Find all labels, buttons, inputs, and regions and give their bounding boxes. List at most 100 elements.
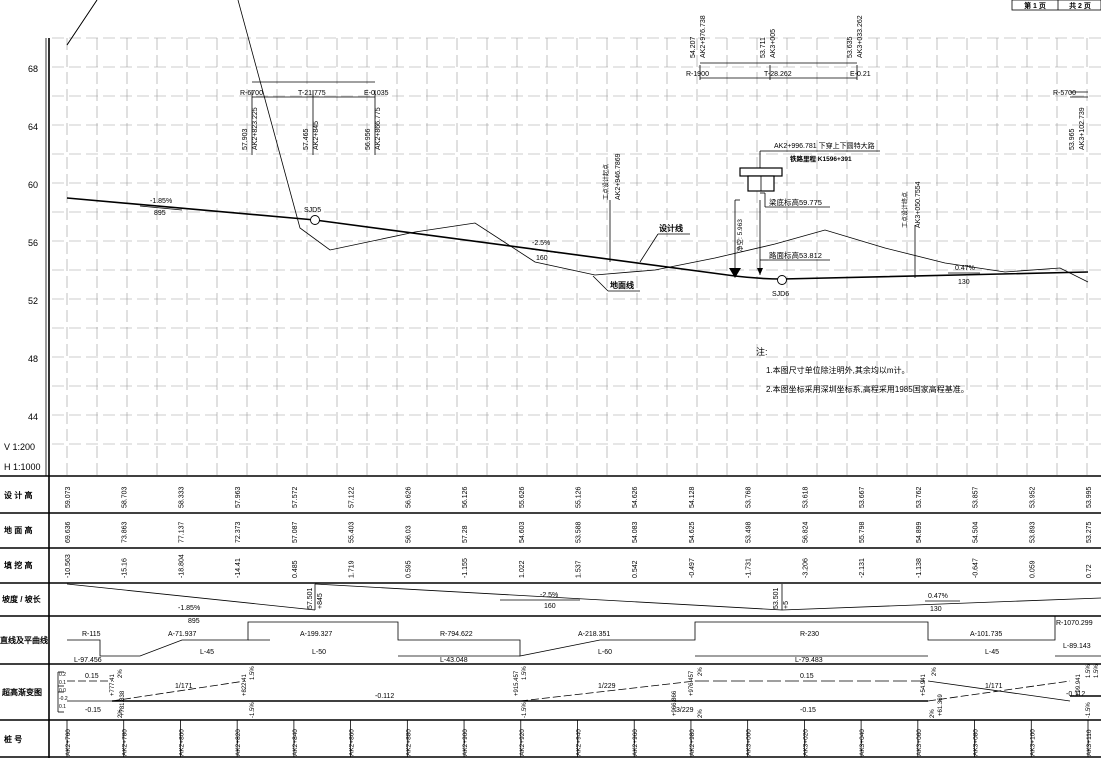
design-value-11: 54.128: [689, 486, 696, 508]
y-tick-52: 52: [28, 296, 38, 306]
vc1-radius: R-6700: [240, 90, 263, 97]
super-pct-4: -1.5%: [250, 702, 256, 718]
alignment-curve-3: A-199.327: [300, 631, 332, 638]
bridge-title: AK2+996.781 下穿上下圆特大路: [774, 141, 875, 150]
grade-seg2-length: 160: [544, 603, 556, 610]
cut-fill-value-15: -1.138: [916, 558, 923, 578]
cut-fill-value-1: -15.16: [122, 558, 129, 578]
work-point-end-station: AK3+050.7554: [915, 181, 922, 228]
cut-fill-value-0: -10.563: [65, 554, 72, 578]
alignment-curve-6: R-230: [800, 631, 819, 638]
cut-fill-value-14: -2.131: [859, 558, 866, 578]
page-total: 共 2 页: [1069, 1, 1091, 10]
super-value-10: 3/229: [676, 707, 694, 714]
row-label-grade: 坡度 / 坡长: [2, 594, 42, 604]
profile-len-1: 895: [154, 210, 166, 217]
cut-fill-value-16: -0.647: [973, 558, 980, 578]
super-pct-13: 1.5%: [1094, 664, 1100, 678]
station-value-0: AK2+760: [65, 729, 72, 756]
design-value-1: 58.703: [122, 486, 129, 508]
bridge-subtitle: 铁路里程 K1596+391: [789, 154, 852, 163]
scale-horizontal: H 1:1000: [4, 462, 41, 472]
vc3-radius: R-5700: [1053, 90, 1076, 97]
vc2-external: E-0.21: [850, 71, 871, 78]
y-tick-60: 60: [28, 180, 38, 190]
alignment-curve-5: A-218.351: [578, 631, 610, 638]
vc1-p2-elev: 57.465: [303, 128, 310, 150]
notes-line-2: 2.本图坐标采用深圳坐标系,高程采用1985国家高程基准。: [766, 384, 969, 394]
vc2-p1-elev: 54.207: [690, 36, 697, 58]
super-pct-2: 2%: [118, 709, 124, 718]
y-tick-68: 68: [28, 64, 38, 74]
alignment-curve-8: R-1070.299: [1056, 620, 1093, 627]
super-pct-12: 1.5%: [1086, 664, 1092, 678]
ground-line-path: [66, 0, 1089, 283]
station-value-4: AK2+840: [292, 729, 299, 756]
super-pct-10: 2%: [930, 709, 936, 718]
row-label-cut-fill: 填 挖 高: [4, 560, 32, 570]
design-value-9: 55.126: [576, 486, 583, 508]
pvi-sjd5-label: SJD5: [304, 207, 321, 214]
design-value-14: 53.667: [859, 486, 866, 508]
cut-fill-value-2: -18.804: [178, 554, 185, 578]
station-value-10: AK2+960: [632, 729, 639, 756]
elevation-axis: 68 64 60 56 52 48 44 V 1:200 H 1:1000: [4, 38, 50, 758]
alignment-length-2: L-45: [200, 649, 214, 656]
grade-pvi2-elev: 53.501: [773, 587, 780, 609]
super-value-1: 0.15: [85, 673, 99, 680]
alignment-curve-2: A-71.937: [168, 631, 197, 638]
ground-value-6: 56.03: [405, 525, 412, 543]
page-indicator: 第 1 页 共 2 页: [1011, 0, 1101, 11]
super-pct-1: 2%: [118, 669, 124, 678]
vc1-p2-station: AK2+845: [313, 121, 320, 150]
page-number: 第 1 页: [1024, 1, 1046, 10]
vc1-p1-elev: 57.903: [242, 128, 249, 150]
alignment-length-1: L-97.456: [74, 657, 102, 664]
data-table: 设 计 高 地 面 高 填 挖 高 坡度 / 坡长 直线及平曲线 超高渐变图 桩…: [0, 475, 1101, 758]
vc2-p3-elev: 53.635: [847, 36, 854, 58]
super-axis-3: 0.0: [59, 688, 66, 694]
ground-value-3: 72.373: [235, 521, 242, 543]
station-value-14: AK3+040: [859, 729, 866, 756]
vertical-curve-2: R-1900 T-28.262 E-0.21 54.207 AK2+976.73…: [686, 15, 871, 80]
super-pct-11: -1.5%: [1086, 702, 1092, 718]
design-value-5: 57.122: [349, 486, 356, 508]
cut-fill-value-3: -14.41: [235, 558, 242, 578]
vc3-p1-station: AK3+102.739: [1079, 107, 1086, 150]
grade-pvi2-offset: +5: [783, 601, 790, 609]
grade-seg1-length: 895: [188, 618, 200, 625]
profile-grade-2: -2.5%: [532, 240, 550, 247]
profile-grade-1: -1.85%: [150, 198, 172, 205]
cut-fill-value-13: -3.206: [802, 558, 809, 578]
cut-fill-value-8: 1.022: [519, 560, 526, 578]
work-point-start-title: 工点设计起点: [602, 164, 610, 200]
notes-title: 注:: [756, 346, 768, 357]
ground-value-1: 73.863: [122, 521, 129, 543]
station-value-3: AK2+820: [235, 729, 242, 756]
notes: 注: 1.本图尺寸单位除注明外,其余均以m计。 2.本图坐标采用深圳坐标系,高程…: [756, 346, 969, 394]
super-mark-1: +777.41: [110, 673, 116, 696]
ground-value-0: 69.636: [65, 521, 72, 543]
ground-value-14: 55.798: [859, 521, 866, 543]
vc1-tangent: T-21.775: [298, 90, 326, 97]
super-value-5: 1/229: [598, 683, 616, 690]
super-pct-6: 1.5%: [522, 666, 528, 680]
station-value-6: AK2+880: [405, 729, 412, 756]
profile-len-3: 130: [958, 279, 970, 286]
ground-value-8: 54.603: [519, 521, 526, 543]
super-mark-5: +966.866: [672, 690, 678, 716]
super-value-7: -0.15: [800, 707, 816, 714]
cut-fill-value-7: -1.155: [462, 558, 469, 578]
grade-seg3-length: 130: [930, 606, 942, 613]
alignment-length-3: L-50: [312, 649, 326, 656]
super-axis-1: 0.2: [59, 672, 66, 678]
station-value-18: AK3+110: [1086, 729, 1093, 756]
vc2-p3-station: AK3+033.262: [857, 15, 864, 58]
design-value-15: 53.762: [916, 486, 923, 508]
alignment-length-7: L-45: [985, 649, 999, 656]
super-value-2: -0.15: [85, 707, 101, 714]
super-pct-7: 2%: [698, 667, 704, 676]
design-line: [66, 197, 1089, 280]
